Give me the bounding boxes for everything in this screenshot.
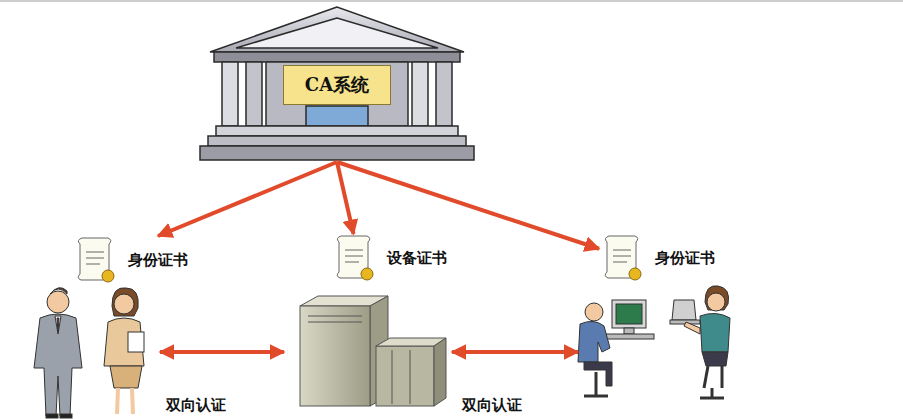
mutual-auth-arrow [452, 350, 578, 354]
person-man [34, 288, 82, 418]
system-name: CA系统 [283, 65, 391, 105]
ca-system-node: CA系统 [200, 5, 474, 162]
certificate-icon [605, 236, 641, 280]
certificate-node: 身份证书 [599, 234, 723, 282]
server [300, 296, 446, 406]
certificate-icon [337, 236, 373, 280]
mutual-auth-arrow [160, 350, 284, 354]
computer-user [578, 300, 654, 396]
top-rule [0, 1, 903, 2]
certificate-issue-arrow [337, 162, 599, 249]
certificate-issue-arrow [337, 162, 354, 234]
certificate-icon [78, 238, 114, 282]
ca-building [200, 7, 474, 160]
certificate-name: 身份证书 [655, 249, 715, 267]
person-woman [104, 288, 144, 414]
laptop-user [670, 286, 730, 398]
certificate-node: 设备证书 [331, 234, 455, 282]
certificate-name: 身份证书 [128, 251, 188, 269]
certificate-issue-arrow [158, 162, 337, 236]
certificate-node: 身份证书 [72, 236, 196, 284]
certificate-name: 设备证书 [387, 249, 447, 267]
mutual-auth-label: 双向认证 [166, 396, 226, 414]
mutual-auth-label: 双向认证 [462, 396, 522, 414]
